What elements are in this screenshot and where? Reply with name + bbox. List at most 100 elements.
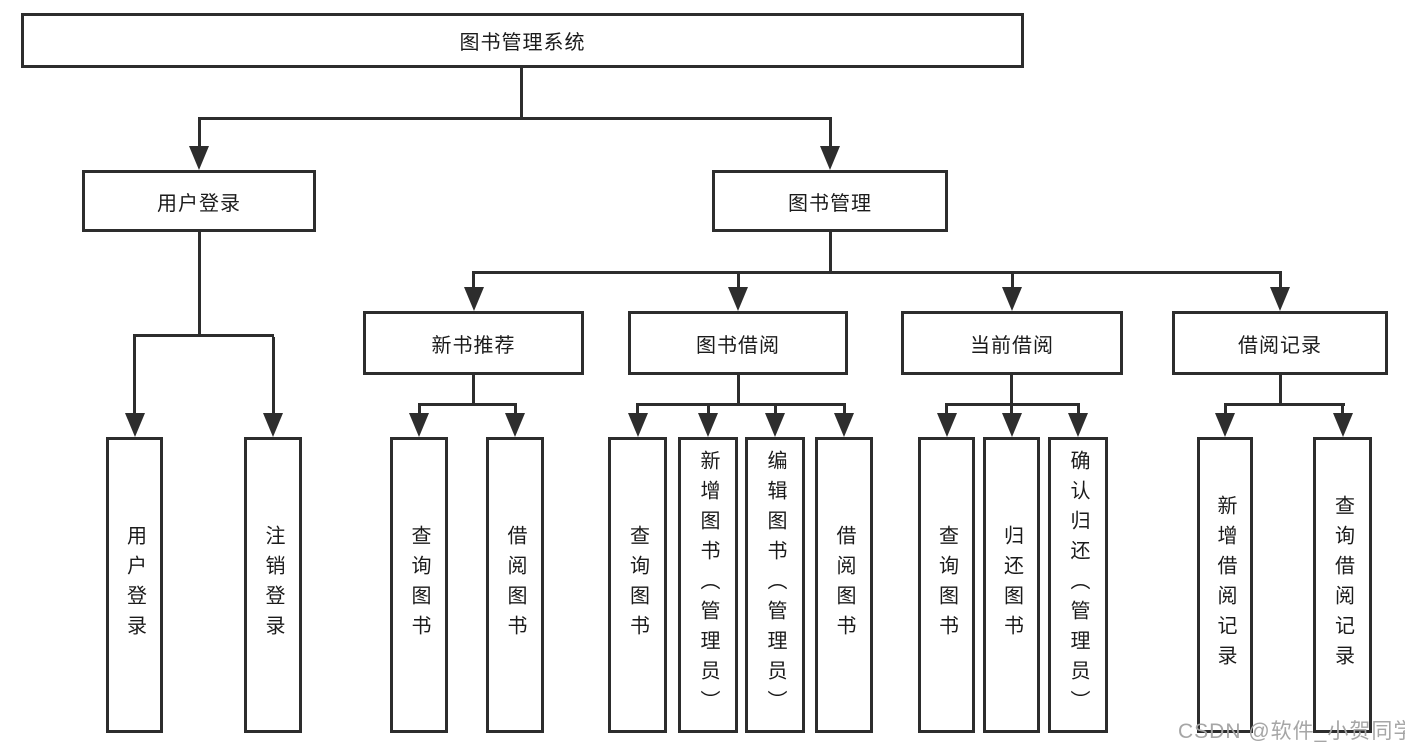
arrow-shaft [828, 120, 832, 152]
leaf-label: 查询图书 [935, 525, 958, 645]
leaf-add-borrow-record: 新增借阅记录 [1197, 437, 1253, 733]
node-label: 新书推荐 [431, 334, 516, 357]
arrow-shaft [1010, 406, 1013, 419]
arrow-shaft [1223, 406, 1227, 419]
leaf-label: 借阅图书 [833, 525, 855, 645]
node-user-login: 用户登录 [82, 170, 316, 232]
arrowhead-icon [936, 413, 957, 437]
arrowhead-icon [1068, 413, 1088, 437]
arrow-shaft [472, 274, 475, 293]
leaf-confirm-return-admin: 确认归还（管理员） [1048, 437, 1108, 733]
arrow-to-bb-query [627, 406, 648, 437]
connector-book-borrow-stem [736, 375, 740, 406]
node-label: 当前借阅 [970, 334, 1054, 357]
connector-borrow-records-stem [1278, 375, 1282, 406]
arrow-to-leaf-user-login [124, 337, 145, 437]
arrow-to-new-books [463, 274, 484, 311]
node-book-borrow: 图书借阅 [628, 311, 848, 375]
leaf-query-books-new: 查询图书 [390, 437, 448, 733]
arrow-to-cb-query [936, 406, 957, 437]
arrow-shaft [736, 274, 740, 293]
connector-current-borrow-rail [945, 403, 1080, 406]
arrow-shaft [706, 406, 710, 419]
leaf-label: 新增图书（管理员） [697, 450, 719, 720]
node-label: 借阅记录 [1238, 334, 1322, 357]
leaf-label: 新增借阅记录 [1214, 495, 1236, 675]
arrowhead-icon [1002, 287, 1022, 311]
arrow-shaft [842, 406, 846, 419]
node-book-management-system: 图书管理系统 [21, 13, 1024, 68]
arrow-to-bb-borrow [834, 406, 854, 437]
arrowhead-icon [1215, 413, 1235, 437]
leaf-label: 归还图书 [1000, 525, 1023, 645]
arrow-to-nb-query [409, 406, 429, 437]
leaf-return-books: 归还图书 [983, 437, 1040, 733]
connector-book-borrow-rail [636, 403, 846, 406]
leaf-label: 用户登录 [123, 525, 146, 645]
arrowhead-icon [1001, 413, 1022, 437]
leaf-label: 查询图书 [626, 525, 649, 645]
leaf-label: 借阅图书 [504, 525, 526, 645]
arrow-shaft [773, 406, 777, 419]
node-borrow-records: 借阅记录 [1172, 311, 1388, 375]
connector-current-borrow-stem [1010, 375, 1013, 406]
connector-level2-rail [197, 117, 832, 120]
arrow-to-book-borrow [728, 274, 748, 311]
arrowhead-icon [263, 413, 283, 437]
arrow-to-leaf-logout [263, 337, 283, 437]
node-new-books: 新书推荐 [363, 311, 584, 375]
arrowhead-icon [505, 413, 525, 437]
node-label: 图书借阅 [696, 334, 780, 357]
arrow-to-borrow-records [1270, 274, 1290, 311]
arrow-to-cb-confirm [1068, 406, 1088, 437]
node-book-mgmt: 图书管理 [712, 170, 948, 232]
arrow-shaft [133, 337, 136, 419]
leaf-label: 查询借阅记录 [1331, 495, 1354, 675]
node-label: 图书管理 [788, 192, 872, 215]
arrow-to-book-mgmt [820, 120, 840, 170]
leaf-query-borrow-record: 查询借阅记录 [1313, 437, 1372, 733]
connector-book-mgmt-stem [828, 232, 832, 274]
arrowhead-icon [698, 413, 718, 437]
arrow-to-br-query [1332, 406, 1353, 437]
arrow-shaft [1341, 406, 1344, 419]
arrowhead-icon [1332, 413, 1353, 437]
arrow-to-br-add [1215, 406, 1235, 437]
arrowhead-icon [189, 146, 209, 170]
arrow-to-bb-edit [765, 406, 785, 437]
arrow-shaft [1278, 274, 1282, 293]
connector-new-books-stem [472, 375, 475, 406]
node-label: 用户登录 [157, 192, 241, 215]
connector-root-stem [519, 68, 523, 120]
arrow-to-cb-return [1001, 406, 1022, 437]
arrowhead-icon [765, 413, 785, 437]
connector-new-books-rail [417, 403, 517, 406]
leaf-user-login: 用户登录 [106, 437, 163, 733]
leaf-label: 编辑图书（管理员） [764, 450, 786, 720]
arrow-to-user-login [189, 120, 209, 170]
leaf-borrow-books: 借阅图书 [815, 437, 873, 733]
leaf-label: 查询图书 [408, 525, 430, 645]
arrow-shaft [636, 406, 639, 419]
arrow-shaft [1010, 274, 1014, 293]
arrowhead-icon [409, 413, 429, 437]
csdn-watermark: CSDN @软件_小贺同学 [1178, 720, 1405, 743]
arrowhead-icon [627, 413, 648, 437]
node-label: 图书管理系统 [459, 32, 586, 54]
arrow-shaft [1076, 406, 1080, 419]
arrow-shaft [417, 406, 421, 419]
arrowhead-icon [728, 287, 748, 311]
arrow-to-current-borrow [1002, 274, 1022, 311]
arrowhead-icon [1270, 287, 1290, 311]
arrow-shaft [945, 406, 948, 419]
connector-user-login-stem [197, 232, 201, 336]
leaf-borrow-books-new: 借阅图书 [486, 437, 544, 733]
arrow-shaft [513, 406, 517, 419]
leaf-label: 确认归还（管理员） [1067, 450, 1089, 720]
connector-user-login-rail [133, 334, 274, 337]
connector-borrow-records-rail [1223, 403, 1345, 406]
leaf-edit-books-admin: 编辑图书（管理员） [745, 437, 805, 733]
leaf-label: 注销登录 [262, 525, 284, 645]
arrowhead-icon [820, 146, 840, 170]
